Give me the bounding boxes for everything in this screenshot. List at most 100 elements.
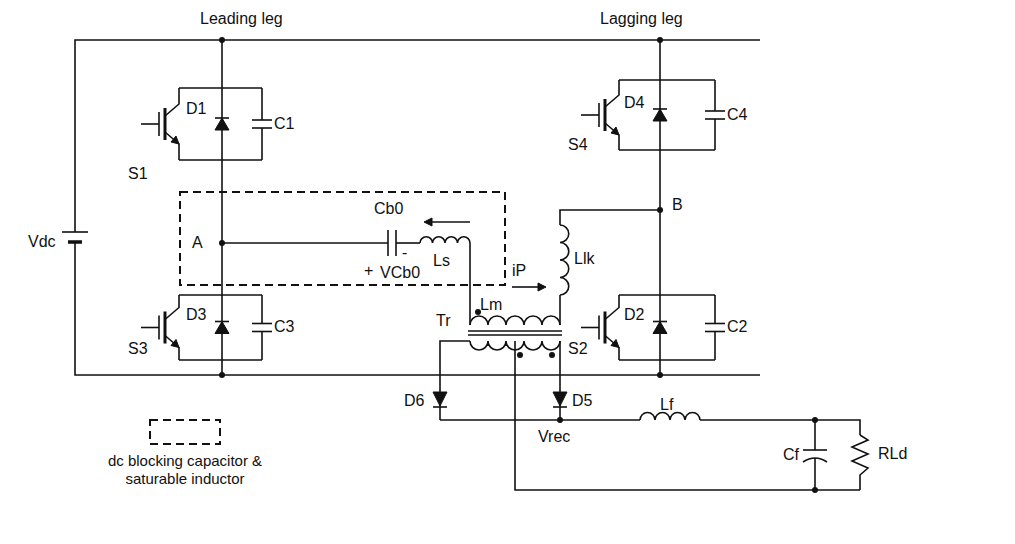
wire [75,242,760,375]
wire [659,40,661,80]
inductor-symbol [640,413,700,420]
wire [619,359,715,361]
circuit-label: Lagging leg [600,10,683,28]
diode-symbol [653,109,667,121]
igbt-symbol [165,132,179,160]
igbt-symbol [165,336,179,361]
battery-symbol [62,231,88,233]
wire [75,40,760,232]
capacitor-symbol [261,128,263,160]
junction-dot [657,372,663,378]
wire [469,243,471,325]
capacitor-symbol [252,323,272,325]
capacitor-symbol [705,323,725,325]
wire [440,341,470,420]
capacitor-symbol [814,420,816,450]
circuit-label: Llk [574,250,594,268]
circuit-label: D4 [624,94,644,112]
capacitor-symbol [261,332,263,361]
igbt-symbol [171,136,179,144]
circuit-label: D5 [572,392,592,410]
diode-symbol [433,392,447,406]
circuit-label: D1 [186,100,206,118]
diode-symbol [653,321,667,323]
wire [440,419,640,421]
junction-dot [517,352,523,358]
wire [179,87,262,89]
circuit-label: Tr [436,312,451,330]
wire [659,150,661,295]
circuit-label: S2 [568,340,588,358]
circuit-label: Cb0 [374,200,403,218]
wire [619,294,715,296]
diode-symbol [215,117,229,119]
circuit-label: B [672,196,683,214]
igbt-symbol [605,336,619,361]
junction-dot [219,372,225,378]
circuit-label: Cf [783,446,799,464]
current-arrow [538,283,546,291]
capacitor-symbol [714,119,716,150]
circuit-label: Vrec [538,428,570,446]
wire [515,341,860,490]
capacitor-symbol [803,449,827,451]
junction-dot [557,417,563,423]
legend-sample [150,420,220,444]
capacitor-symbol [705,110,725,112]
igbt-symbol [605,80,619,107]
igbt-symbol [611,127,619,135]
circuit-label: Ls [433,252,450,270]
capacitor-symbol [252,119,272,121]
current-arrow [424,218,432,226]
current-arrow [428,221,470,223]
wire [559,341,561,420]
capacitor-symbol [387,230,389,256]
wire [221,40,223,88]
wire [179,359,262,361]
wire [179,294,262,296]
circuit-label: Lm [480,296,502,314]
legend-text: dc blocking capacitor & saturable induct… [95,452,275,488]
inductor-symbol [470,316,560,325]
circuit-label: S3 [128,340,148,358]
circuit-label: D3 [186,306,206,324]
igbt-symbol [164,312,167,344]
igbt-symbol [141,327,159,329]
junction-dot [549,352,555,358]
resistor-symbol [852,435,868,490]
circuit-label: Lf [660,396,673,414]
diode-symbol [553,392,567,406]
igbt-symbol [604,99,607,131]
circuit-label: S4 [568,136,588,154]
wire [560,210,660,225]
circuit-label: A [192,234,203,252]
circuit-label: C4 [727,106,747,124]
circuit-label: RLd [878,445,907,463]
diode-symbol [553,406,567,408]
circuit-label: C1 [274,115,294,133]
capacitor-symbol [261,295,263,324]
igbt-symbol [581,114,599,116]
circuit-label: iP [512,262,526,280]
wire [221,160,223,295]
igbt-symbol [605,123,619,150]
diode-symbol [433,406,447,408]
dashed-group-box [180,192,505,285]
circuit-label: + [364,262,373,280]
diode-symbol [215,321,229,323]
inductor-symbol [560,225,569,295]
circuit-label: VCb0 [380,264,420,282]
circuit-label: D6 [404,392,424,410]
wire [619,79,715,81]
inductor-symbol [420,237,470,243]
capacitor-symbol [714,295,716,324]
circuit-label: Leading leg [200,10,283,28]
wire [179,159,262,161]
diode-symbol [215,118,229,130]
circuit-label: C2 [727,318,747,336]
igbt-symbol [604,312,607,344]
capacitor-symbol [814,458,816,490]
igbt-symbol [165,88,179,116]
diode-symbol [653,108,667,110]
